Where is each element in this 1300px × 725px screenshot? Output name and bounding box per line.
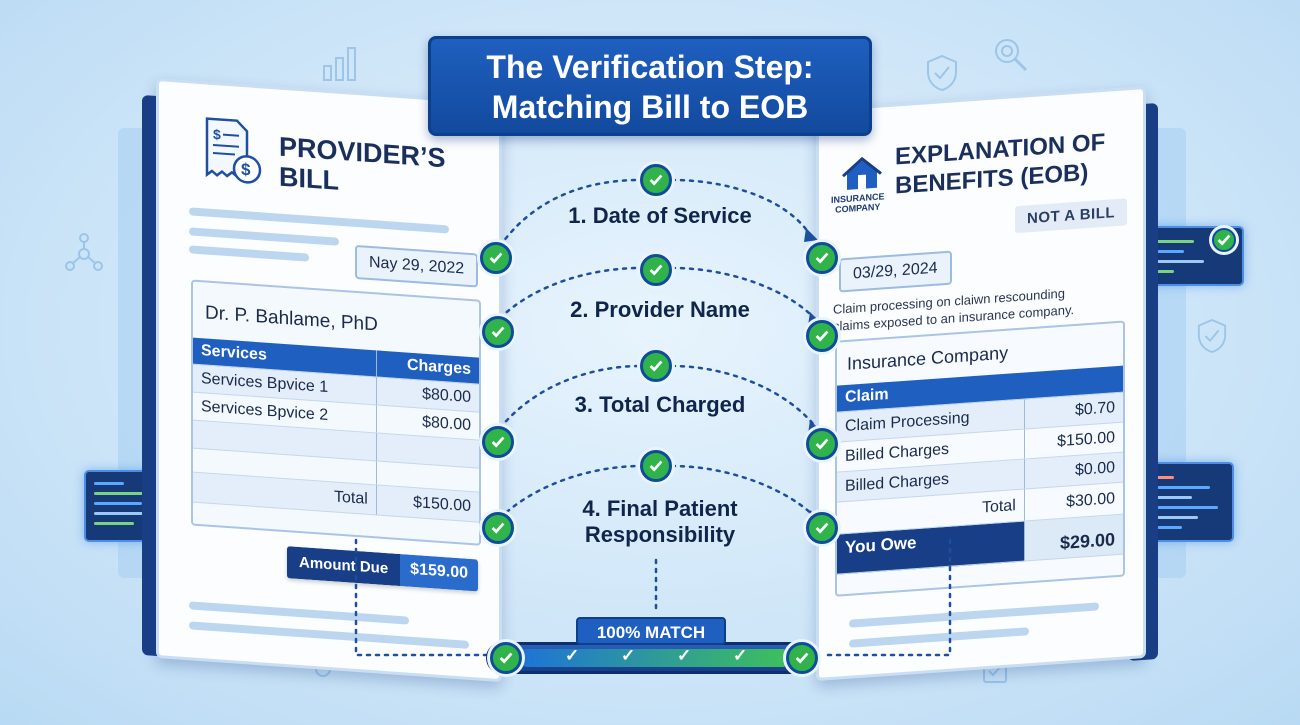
magnifier-icon [995,39,1028,72]
arc-match-left [354,538,488,657]
arc-step-2-right [670,266,820,324]
arc-step-3-right [670,364,820,432]
svg-text:$: $ [213,126,221,143]
match-progress-fill [519,649,791,667]
check-icon-eob-owe [806,512,838,544]
check-icon-step-4-top [640,450,672,482]
check-icon-match-left [490,642,522,674]
step-2-label: 2. Provider Name [570,297,750,322]
arc-step-2 [498,266,642,320]
provider-bill-panel: $ $ PROVIDER’S BILL Nay 29, 2022 Dr. P. … [156,78,502,683]
shield-check-icon [927,54,957,92]
arc-step-4 [498,464,642,520]
bar-chart-icon [323,47,356,81]
match-tick-3: ✓ [677,646,692,665]
eob-panel: INSURANCE COMPANY EXPLANATION OF BENEFIT… [816,86,1146,682]
step-4-label-line2: Responsibility [584,522,736,547]
network-icon [65,233,103,271]
step-3-label: 3. Total Charged [574,392,746,417]
arc-step-4-right [670,464,820,522]
insurance-company-logo [842,156,882,190]
arc-step-1-right [670,178,814,240]
bill-dollar-icon: $ $ [205,117,262,184]
shield-check-icon-small [1197,318,1227,353]
check-icon-eob-total [806,428,838,460]
code-card-check-icon [1212,228,1236,252]
check-icon-bill-due [482,512,514,544]
svg-text:$: $ [241,160,251,180]
arc-step-1 [498,178,642,248]
match-tick-4: ✓ [733,646,748,665]
match-progress-bar: ✓ ✓ ✓ ✓ [486,642,818,674]
check-icon-bill-total [482,426,514,458]
check-icon-step-2-top [640,254,672,286]
check-icon-step-1-top [640,164,672,196]
match-tick-1: ✓ [565,646,580,665]
check-icon-eob-provider [806,320,838,352]
step-4-label-line1: 4. Final Patient [582,496,738,521]
step-1-label: 1. Date of Service [568,203,752,228]
step-4-label: 4. Final Patient Responsibility [540,496,780,548]
arc-step-3 [498,364,642,430]
title-line2: Matching Bill to EOB [491,89,809,125]
title-banner: The Verification Step: Matching Bill to … [428,36,872,136]
check-icon-eob-date [806,242,838,274]
title-line1: The Verification Step: [486,49,814,85]
check-icon-bill-provider [482,316,514,348]
arc-match-right [826,538,952,657]
check-icon-bill-date [480,242,512,274]
check-icon-step-3-top [640,350,672,382]
check-icon-match-right [786,642,818,674]
match-tick-2: ✓ [621,646,636,665]
match-label: 100% MATCH [576,617,726,645]
